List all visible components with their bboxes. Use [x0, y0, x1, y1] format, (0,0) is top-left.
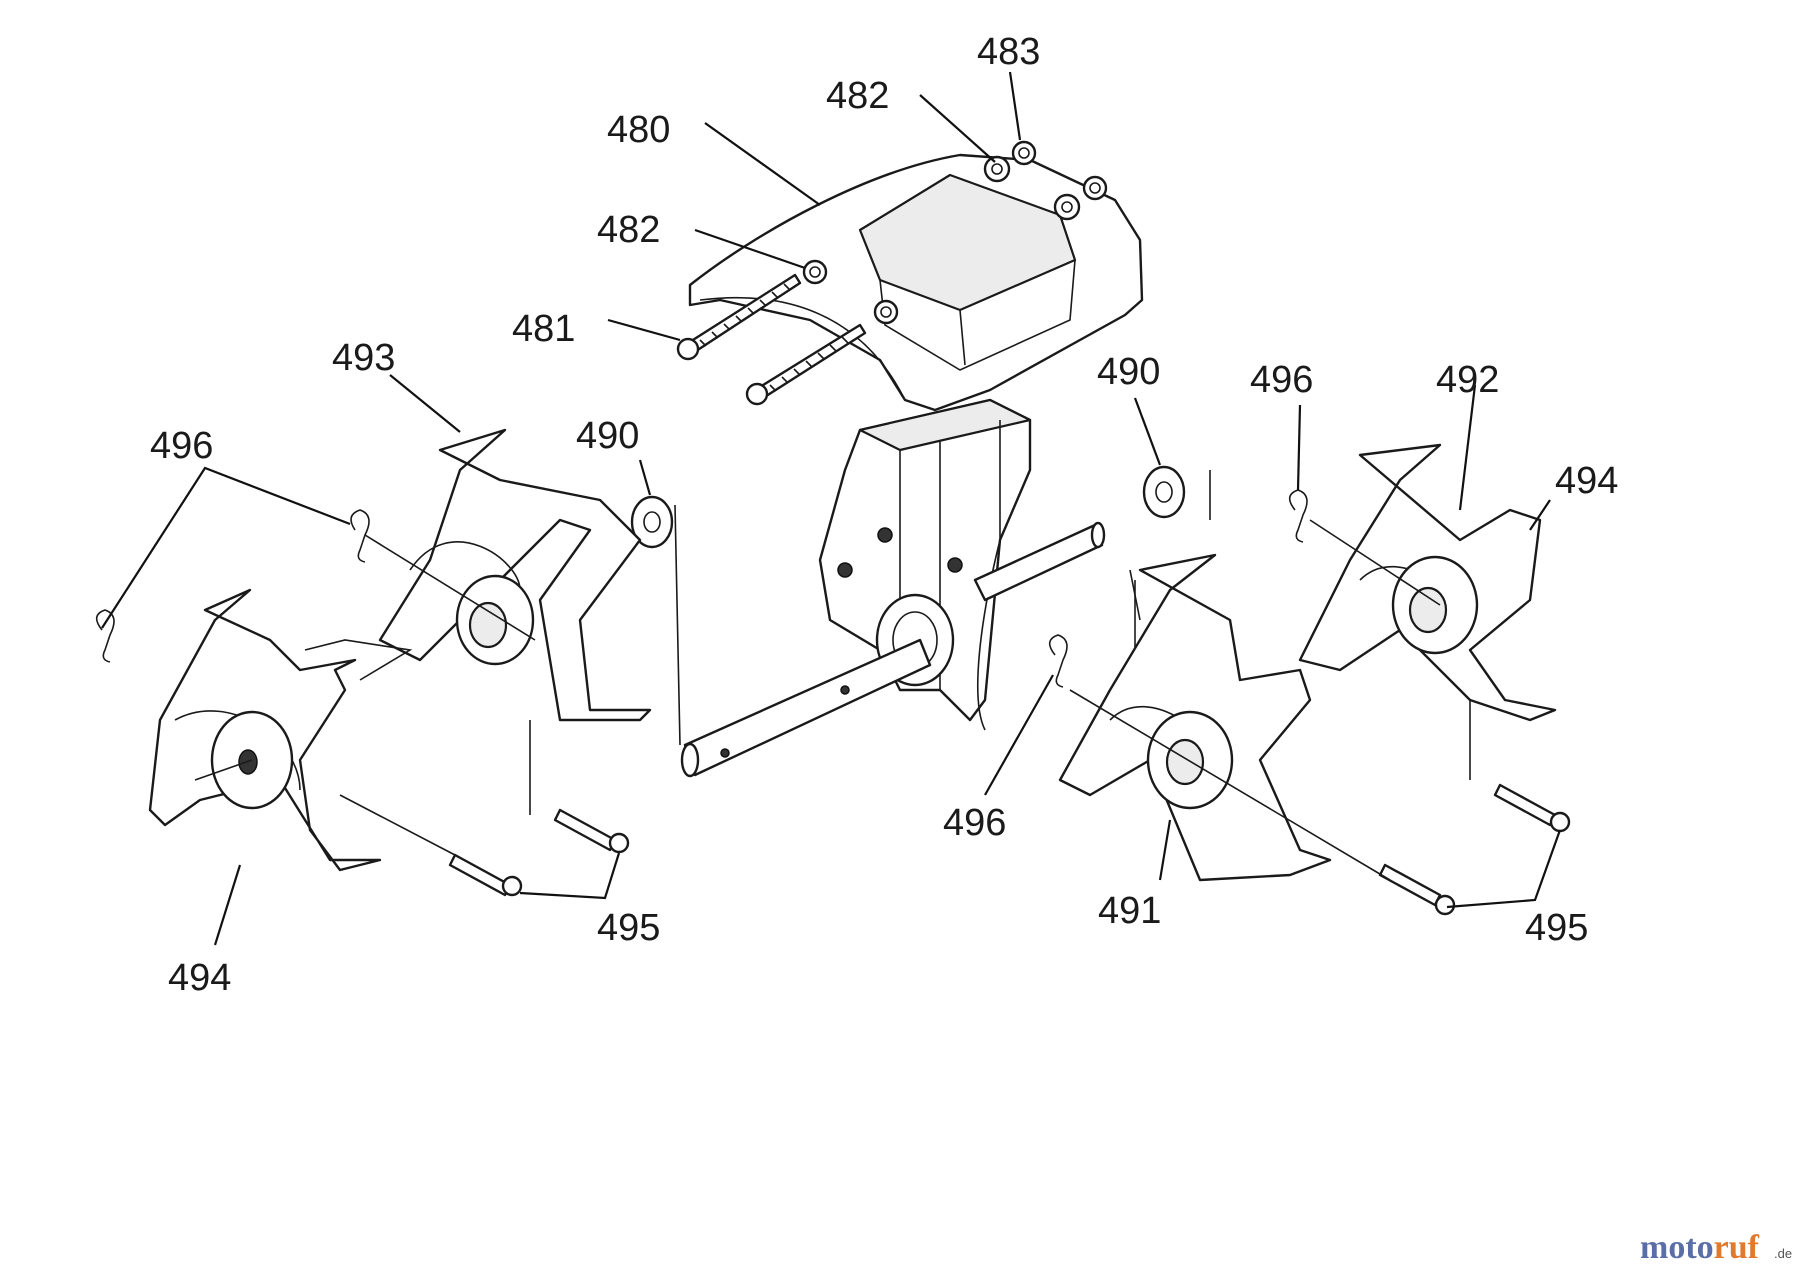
callout-496-center: 496: [943, 802, 1006, 844]
callout-496-right: 496: [1250, 359, 1313, 401]
callout-492: 492: [1436, 359, 1499, 401]
watermark-brand-part-b: ruf: [1714, 1229, 1760, 1266]
watermark-tld: .de: [1774, 1246, 1792, 1261]
bolts-481: [676, 273, 867, 406]
hairpin-clips-496: [95, 489, 1308, 688]
callout-496-left: 496: [150, 425, 213, 467]
callout-482-left: 482: [597, 209, 660, 251]
washers-nuts-482-483: [802, 140, 1108, 325]
callout-493: 493: [332, 337, 395, 379]
washers-490: [630, 465, 1186, 549]
callout-490-left: 490: [576, 415, 639, 457]
callout-495-right: 495: [1525, 907, 1588, 949]
watermark-brand: motoruf: [1640, 1229, 1760, 1266]
callout-494-left: 494: [168, 957, 231, 999]
callout-481: 481: [512, 308, 575, 350]
tine-493: [378, 428, 652, 722]
tine-491: [1058, 553, 1332, 882]
callout-480: 480: [607, 109, 670, 151]
callout-494-right: 494: [1555, 460, 1618, 502]
tine-shield-480: [688, 153, 1144, 412]
callout-490-right: 490: [1097, 351, 1160, 393]
watermark-logo: motoruf .de: [1640, 1229, 1792, 1266]
pins-495: [448, 783, 1571, 916]
callout-491: 491: [1098, 890, 1161, 932]
gearbox: [818, 398, 1032, 731]
callout-482-top: 482: [826, 75, 889, 117]
watermark-brand-part-a: moto: [1640, 1229, 1714, 1266]
callout-labels: 480 481 482 482 483 490 490 491 492 493 …: [150, 31, 1618, 999]
tine-492: [1298, 443, 1557, 722]
callout-495-left: 495: [597, 907, 660, 949]
callout-483: 483: [977, 31, 1040, 73]
leader-lines: [101, 71, 1562, 946]
tine-494-left: [148, 588, 413, 872]
tine-shaft: [680, 521, 1106, 778]
